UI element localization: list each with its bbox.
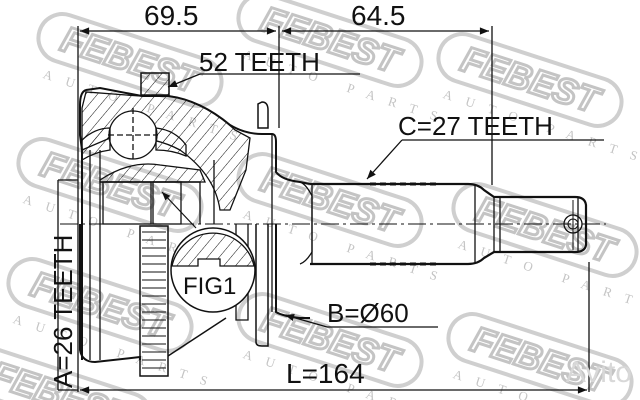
stub-shaft: [310, 182, 588, 266]
callout-c-27-teeth: C=27 TEETH: [398, 111, 553, 141]
fig1-label: FIG1: [183, 273, 237, 300]
dimension-l-164: L=164: [286, 358, 365, 389]
avito-watermark: Avito: [565, 356, 632, 389]
callout-b-diameter-60: B=Ø60: [327, 298, 409, 328]
callout-52-teeth: 52 TEETH: [199, 47, 320, 77]
abs-ring-teeth: [142, 231, 166, 369]
dimension-64-5: 64.5: [351, 0, 406, 31]
dimension-69-5: 69.5: [144, 0, 199, 31]
callout-a-26-teeth: A=26 TEETH: [48, 234, 78, 388]
cotter-pin-hole: [563, 214, 583, 234]
abs-ring: [139, 225, 169, 377]
